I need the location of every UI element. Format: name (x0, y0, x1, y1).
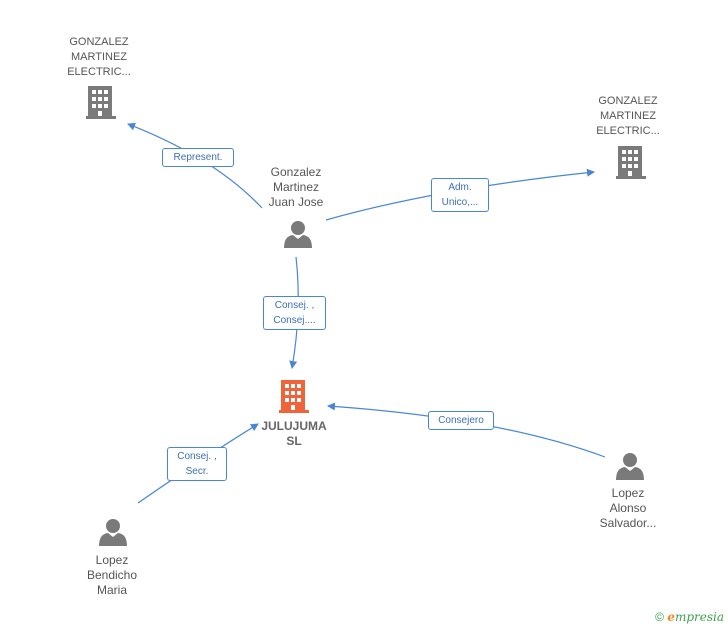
edge-label-adm[interactable]: Adm. Unico,... (431, 178, 489, 212)
edge-label-text: Secr. (185, 466, 209, 477)
brand-logo: empresia (667, 610, 724, 624)
person-name-line: Martinez (272, 180, 319, 194)
company-name-line: MARTINEZ (70, 51, 128, 63)
company-node-top-left[interactable]: GONZALEZ MARTINEZ ELECTRIC... (54, 35, 144, 80)
person-icon (616, 453, 644, 480)
building-icon (279, 380, 309, 413)
edge-label-text: Consejero (438, 415, 484, 426)
person-node-bottom-left[interactable]: Lopez Bendicho Maria (66, 553, 158, 598)
building-icon (86, 86, 116, 119)
person-name-line: Gonzalez (270, 165, 322, 179)
company-name-line: ELECTRIC... (596, 125, 660, 137)
person-node-center[interactable]: Gonzalez Martinez Juan Jose (250, 165, 342, 210)
company-name-line: GONZALEZ (69, 36, 129, 48)
person-name-line: Lopez (611, 486, 645, 500)
edge-label-consej-secr[interactable]: Consej. , Secr. (167, 447, 227, 481)
person-name-line: Juan Jose (268, 195, 324, 209)
person-name-line: Salvador... (599, 516, 657, 530)
company-name-line: SL (286, 434, 302, 448)
company-name-line: MARTINEZ (599, 110, 657, 122)
copyright-symbol: © (655, 610, 664, 624)
edge-label-text: Consej. , (177, 451, 217, 462)
edge-label-represent[interactable]: Represent. (162, 148, 234, 167)
edge-label-text: Consej.... (273, 315, 316, 326)
person-icon (99, 519, 127, 546)
company-name-line: GONZALEZ (598, 95, 658, 107)
building-icon (616, 146, 646, 179)
company-node-center[interactable]: JULUJUMA SL (248, 419, 340, 449)
brand-initial: e (667, 610, 675, 624)
company-name-line: ELECTRIC... (67, 66, 131, 78)
brand-rest: mpresia (674, 610, 724, 624)
edge-label-text: Unico,... (441, 197, 479, 208)
edge-label-text: Consej. , (274, 300, 315, 311)
edge-label-text: Represent. (173, 152, 223, 163)
company-name-line: JULUJUMA (261, 419, 327, 433)
person-name-line: Maria (96, 583, 127, 597)
edge-label-consejero[interactable]: Consejero (428, 411, 494, 430)
company-node-top-right[interactable]: GONZALEZ MARTINEZ ELECTRIC... (583, 94, 673, 139)
person-name-line: Alonso (609, 501, 647, 515)
person-name-line: Lopez (95, 553, 129, 567)
person-name-line: Bendicho (86, 568, 138, 582)
empresia-watermark: © empresia (655, 610, 724, 624)
person-icon (284, 221, 312, 248)
person-node-right[interactable]: Lopez Alonso Salvador... (582, 486, 674, 531)
edge-label-text: Adm. (448, 182, 472, 193)
edge-label-consej-top[interactable]: Consej. , Consej.... (263, 296, 326, 330)
